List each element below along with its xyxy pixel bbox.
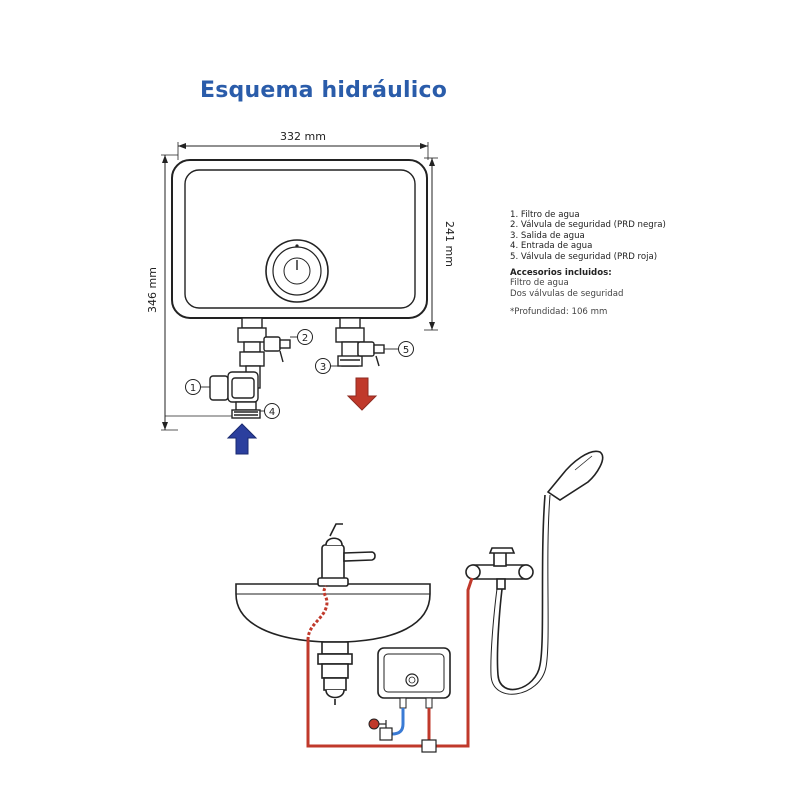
- dimension-height-total: 346 mm: [146, 154, 238, 431]
- hot-water-pipes: [306, 577, 474, 748]
- dimension-height-body-label: 241 mm: [443, 221, 456, 267]
- accessory-item: Dos válvulas de seguridad: [510, 288, 624, 299]
- callout-5: 5: [384, 341, 414, 357]
- callout-1: 1: [185, 379, 210, 395]
- shower-head-icon: [546, 450, 604, 501]
- legend-item: 1. Filtro de agua: [510, 210, 580, 220]
- inlet-arrow-icon: [226, 423, 258, 455]
- pipe-tee: [421, 739, 437, 753]
- outlet-arrow-icon: [346, 377, 378, 411]
- washbasin: [235, 583, 431, 705]
- dimension-width-label: 332 mm: [280, 130, 326, 143]
- dimension-width: 332 mm: [177, 130, 429, 160]
- callout-4: 4: [260, 403, 280, 419]
- dimension-height-body: 241 mm: [424, 157, 456, 331]
- legend-item: 2. Válvula de seguridad (PRD negra): [510, 220, 666, 231]
- dimension-height-total-label: 346 mm: [146, 267, 159, 313]
- outlet-assembly: [335, 317, 385, 367]
- heater-unit: [171, 159, 428, 319]
- thermostat-knob-icon: [265, 239, 329, 303]
- page-title: Esquema hidráulico: [200, 78, 448, 103]
- faucet-icon: [317, 523, 376, 587]
- svg-text:4: 4: [269, 407, 275, 418]
- svg-text:1: 1: [190, 383, 196, 394]
- svg-text:3: 3: [320, 362, 326, 373]
- svg-text:2: 2: [302, 333, 308, 344]
- svg-text:5: 5: [403, 345, 409, 356]
- heater-installed: [377, 647, 451, 709]
- legend-item: 5. Válvula de seguridad (PRD roja): [510, 251, 658, 262]
- legend-item: 4. Entrada de agua: [510, 241, 593, 252]
- callout-2: 2: [290, 329, 313, 345]
- callout-3: 3: [315, 358, 338, 374]
- cold-water-pipe: [368, 708, 405, 741]
- accessory-item: Filtro de agua: [510, 278, 569, 289]
- inlet-assembly: [209, 317, 291, 419]
- shower-assembly: [465, 450, 604, 695]
- legend: 1. Filtro de agua 2. Válvula de segurida…: [510, 210, 666, 318]
- legend-item: 3. Salida de agua: [510, 230, 585, 241]
- depth-note: *Profundidad: 106 mm: [510, 307, 608, 318]
- accessories-title: Accesorios incluidos:: [510, 268, 612, 279]
